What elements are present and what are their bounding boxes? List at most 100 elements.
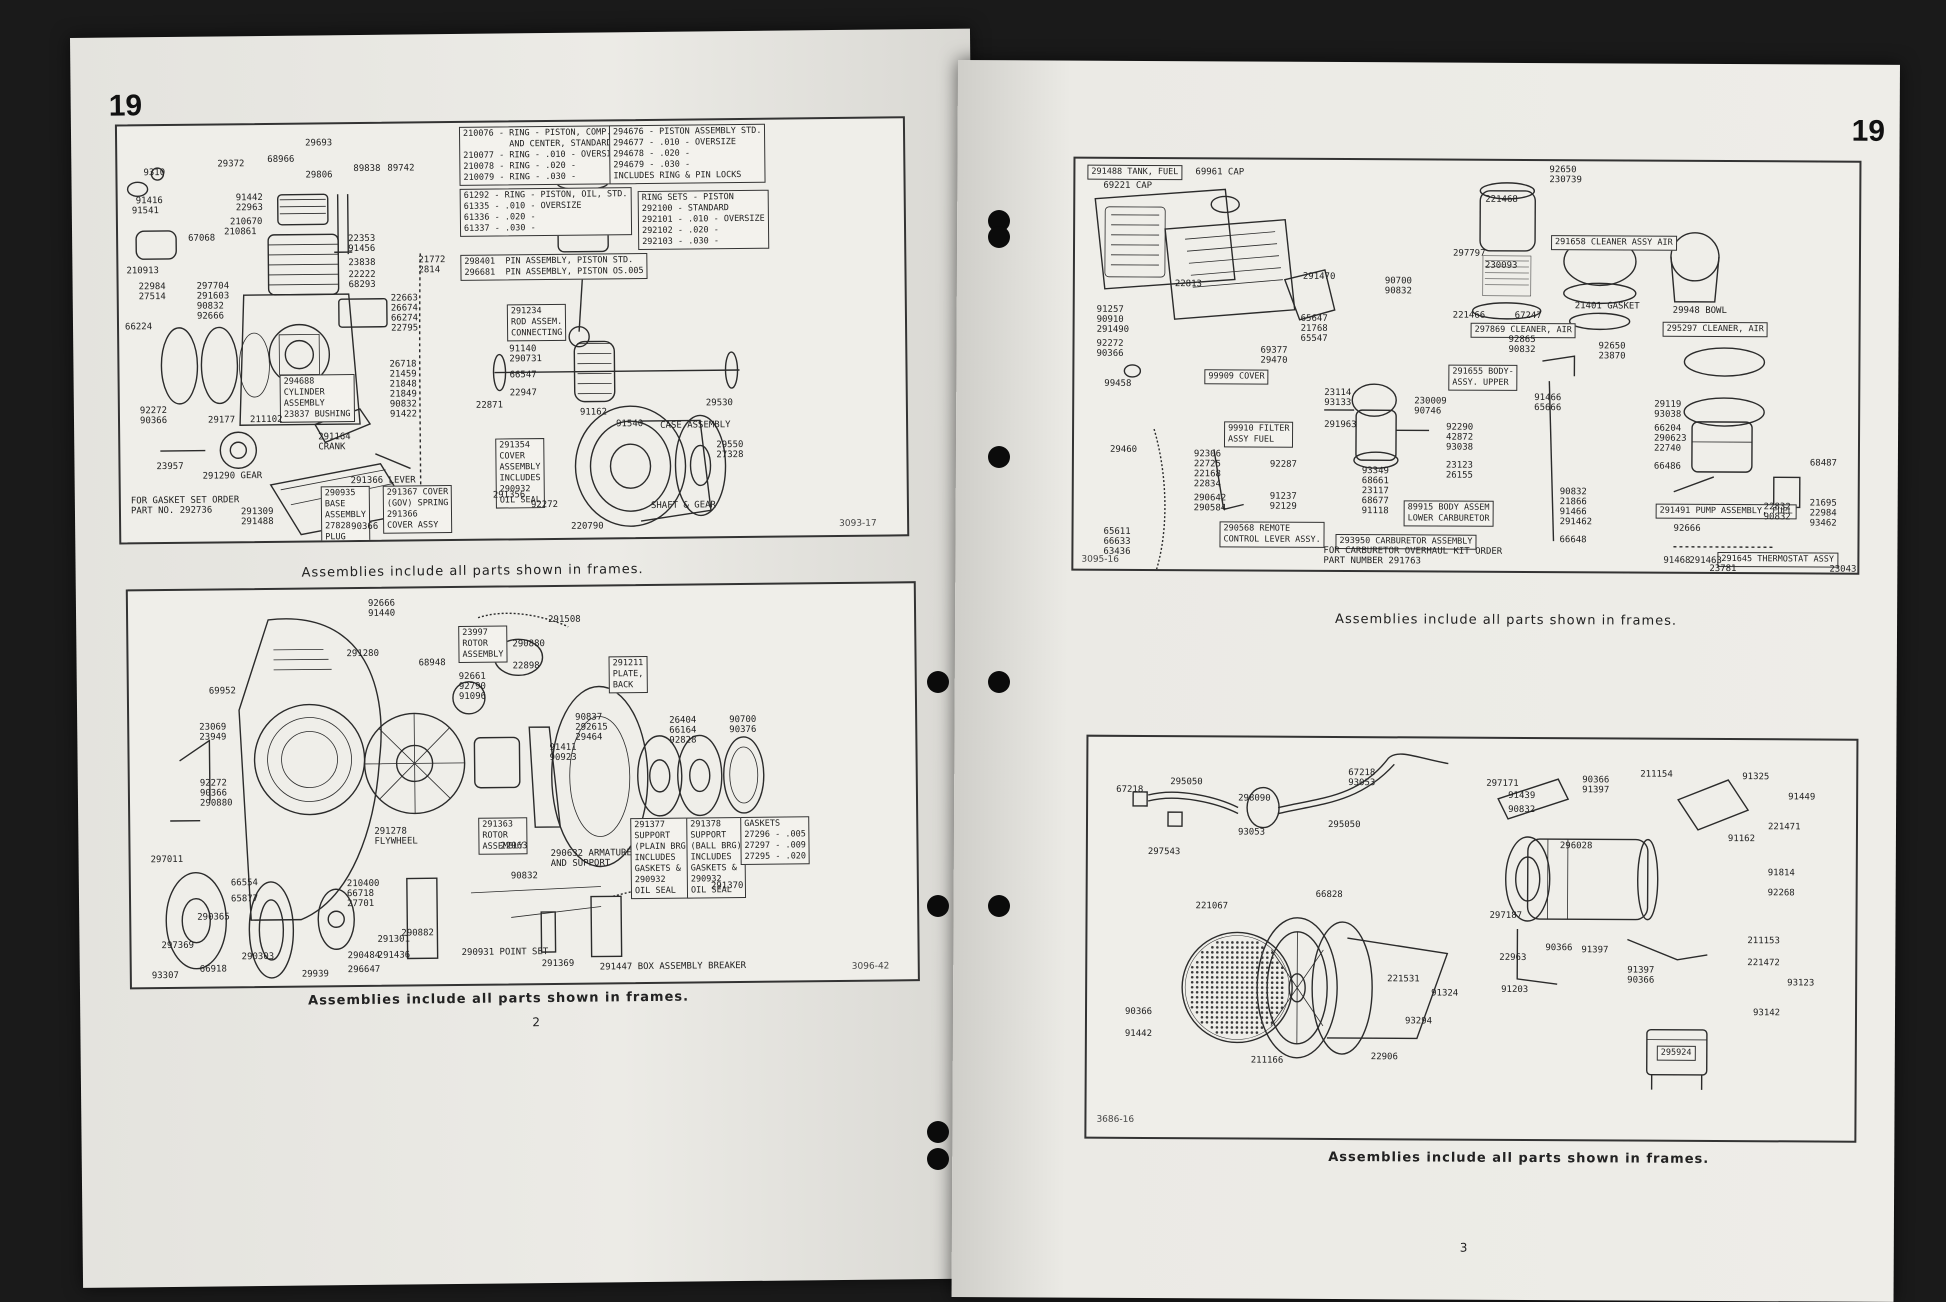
- part-number: 290642: [1193, 493, 1227, 504]
- part-number: 26404: [669, 715, 697, 726]
- binder-hole: [988, 895, 1010, 917]
- part-number: 90832: [1763, 512, 1791, 523]
- part-number: 90832: [1508, 344, 1536, 356]
- binder-hole: [927, 1148, 949, 1170]
- rotor-assembly-box: 23997 ROTOR ASSEMBLY: [458, 625, 508, 663]
- part-number: 68293: [348, 279, 376, 291]
- part-number: 22353: [348, 233, 376, 245]
- back-plate-box: 291211 PLATE, BACK: [608, 655, 648, 694]
- part-number: 9310: [143, 168, 166, 179]
- part-number: 296647: [347, 964, 381, 976]
- part-number: 91541: [131, 206, 159, 217]
- part-number: 23117: [1361, 486, 1389, 497]
- part-number: 22795: [391, 323, 419, 334]
- part-number: 21695: [1809, 498, 1837, 509]
- part-number: 22898: [512, 661, 540, 672]
- part-number: 93053: [1237, 827, 1266, 838]
- part-number: 21768: [1300, 323, 1328, 334]
- part-number: 90366: [199, 788, 228, 799]
- part-number: 230009: [1414, 396, 1447, 407]
- connecting-rod-box: 291234 ROD ASSEM. CONNECTING: [506, 303, 567, 342]
- part-number: 91237: [1269, 491, 1297, 502]
- part-number: 27701: [347, 898, 375, 910]
- part-number: 92790: [458, 681, 486, 692]
- part-number: 91162: [1727, 834, 1756, 845]
- part-number: 92666: [196, 311, 225, 322]
- part-number: 22963: [500, 841, 528, 852]
- part-number: 221472: [1747, 958, 1780, 969]
- part-number: 22963: [1499, 952, 1527, 963]
- part-number: 90366: [1124, 1006, 1153, 1018]
- part-number: 297704: [196, 281, 230, 292]
- part-number: 29464: [575, 732, 603, 743]
- piston-assembly-list: 294676 - PISTON ASSEMBLY STD. 294677 - .…: [608, 123, 766, 185]
- part-number: 292615: [575, 722, 608, 733]
- part-number: 22984: [138, 282, 166, 293]
- part-number: 23123: [1445, 460, 1474, 471]
- part-number: 69377: [1260, 345, 1288, 356]
- part-number: 22725: [1193, 459, 1222, 470]
- air-cleaner-2-label: 295297 CLEANER, AIR: [1662, 321, 1768, 338]
- breaker-box-label: 291447 BOX ASSEMBLY BREAKER: [599, 960, 747, 973]
- part-number: 90832: [196, 301, 224, 312]
- part-number: 93123: [1787, 978, 1815, 989]
- part-number: 68661: [1361, 476, 1389, 487]
- binder-hole: [988, 226, 1010, 248]
- part-number: 291963: [1324, 419, 1357, 431]
- part-number: 290880: [199, 798, 233, 809]
- gaskets-box: GASKETS 27296 - .005 27297 - .009 27295 …: [740, 816, 811, 866]
- part-number: 91397: [1581, 945, 1609, 956]
- part-number: 290365: [197, 912, 230, 923]
- part-number: 290882: [401, 928, 434, 939]
- part-number: 23957: [156, 461, 184, 473]
- part-number: 23838: [348, 257, 376, 269]
- part-number: 91257: [1096, 304, 1124, 315]
- part-number: 93053: [1348, 778, 1376, 789]
- part-number: 22222: [348, 269, 376, 281]
- part-number: 91468: [1663, 555, 1691, 566]
- part-number: 22832: [1763, 502, 1791, 513]
- part-number: 91439: [1508, 790, 1536, 802]
- part-number: 66274: [390, 313, 419, 324]
- part-number: 22168: [1193, 469, 1221, 480]
- part-number: 65666: [1534, 403, 1562, 414]
- part-number: 211102: [249, 414, 283, 426]
- part-number: 91416: [135, 196, 163, 207]
- part-number: 210670: [229, 216, 263, 228]
- part-number: 295050: [1327, 819, 1361, 831]
- part-number: 211153: [1747, 936, 1780, 947]
- part-number: 91814: [1767, 868, 1795, 879]
- part-number: 90366: [351, 521, 379, 533]
- part-number: 91540: [616, 419, 644, 430]
- part-number: 91466: [1534, 393, 1562, 404]
- part-number: 65547: [1300, 333, 1328, 344]
- part-number: 90376: [729, 724, 757, 736]
- part-number: 66828: [1315, 889, 1343, 901]
- cylinder-assembly-box: 294688 CYLINDER ASSEMBLY 23837 BUSHING: [279, 374, 355, 423]
- part-number: 91118: [1361, 506, 1389, 517]
- right-page-label: 19: [1851, 114, 1886, 148]
- part-number: 211166: [1250, 1055, 1284, 1066]
- part-number: 92650: [1549, 165, 1577, 176]
- part-number: 91466: [1559, 507, 1587, 518]
- part-number: 290484: [347, 950, 381, 962]
- part-number: 92272: [199, 778, 227, 789]
- shaft-gear-label: SHAFT & GEAR: [650, 500, 717, 511]
- part-number: 290731: [509, 354, 542, 365]
- part-number: 297797: [1452, 248, 1486, 259]
- frame-caption: Assemblies include all parts shown in fr…: [1335, 611, 1678, 629]
- part-number: 66547: [509, 370, 537, 381]
- part-number: 90700: [1384, 276, 1412, 287]
- engine-parts-frame: 210076 - RING - PISTON, COMP. TOP AND CE…: [114, 116, 910, 545]
- part-number: 67068: [188, 233, 216, 244]
- part-number: 90366: [1582, 775, 1610, 786]
- part-number: 90923: [549, 752, 577, 764]
- lever-label: 291366 LEVER: [350, 475, 416, 487]
- part-number: 65611: [1103, 526, 1131, 537]
- part-number: 26674: [390, 303, 418, 314]
- part-number: 92666: [1673, 523, 1701, 534]
- part-number: 291309: [240, 506, 274, 518]
- part-number: 230739: [1549, 175, 1582, 186]
- page-folio: 3: [1459, 1240, 1468, 1255]
- part-number: 22984: [1809, 508, 1837, 519]
